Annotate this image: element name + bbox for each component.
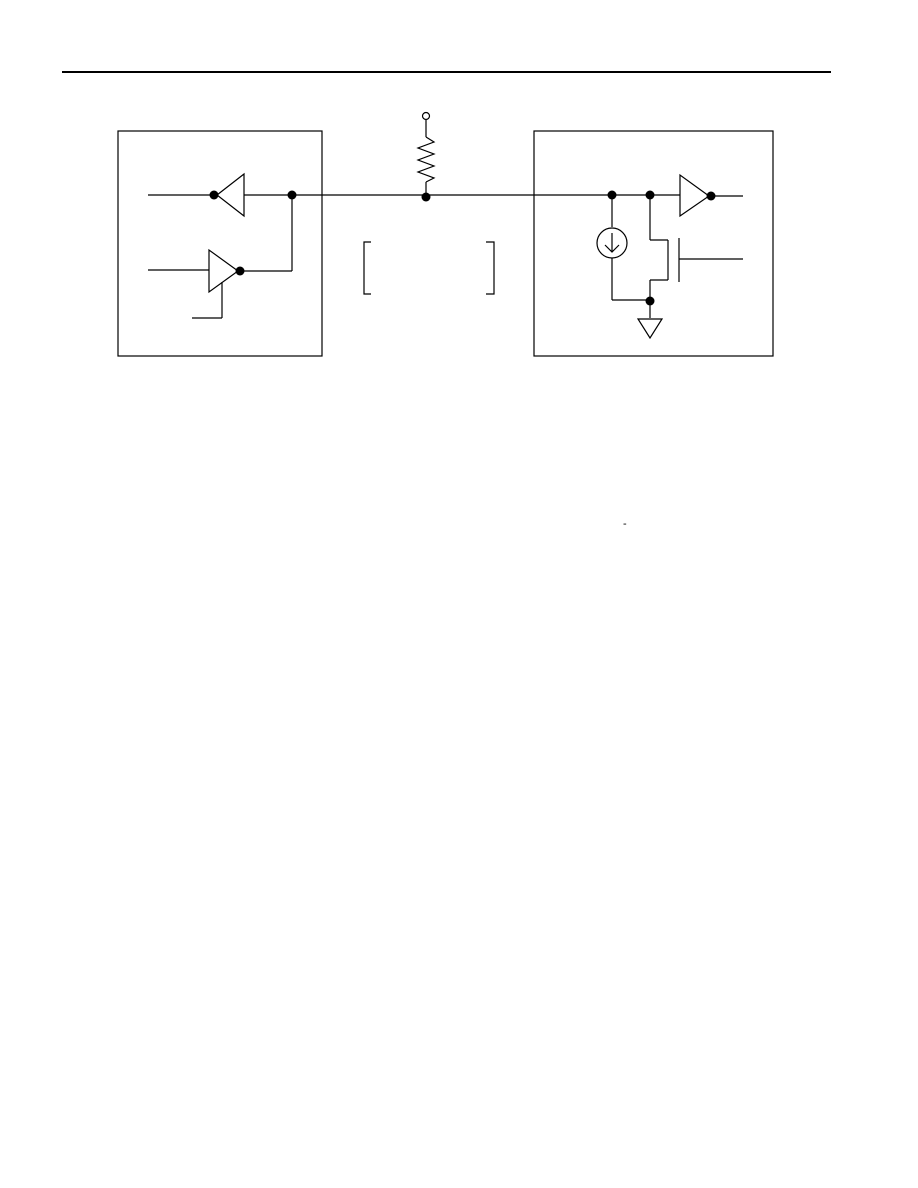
slave-block <box>533 130 774 357</box>
pullup-resistor <box>416 111 436 202</box>
bracket-left <box>363 241 371 295</box>
circuit-diagram <box>117 111 774 357</box>
pullup-bus-node <box>421 192 431 202</box>
bracket-right <box>486 241 495 295</box>
stray-mark: - <box>623 518 627 530</box>
master-buffer-output-node <box>209 190 219 200</box>
master-transmit-driver <box>148 195 293 319</box>
slave-circuit <box>596 173 743 340</box>
supply-terminal <box>421 111 431 121</box>
master-block <box>117 130 323 357</box>
slave-receive-buffer <box>679 173 711 218</box>
current-sink <box>596 195 650 301</box>
ground-symbol <box>636 301 664 340</box>
master-receive-buffer <box>148 172 292 218</box>
n-channel-mosfet <box>649 195 743 300</box>
